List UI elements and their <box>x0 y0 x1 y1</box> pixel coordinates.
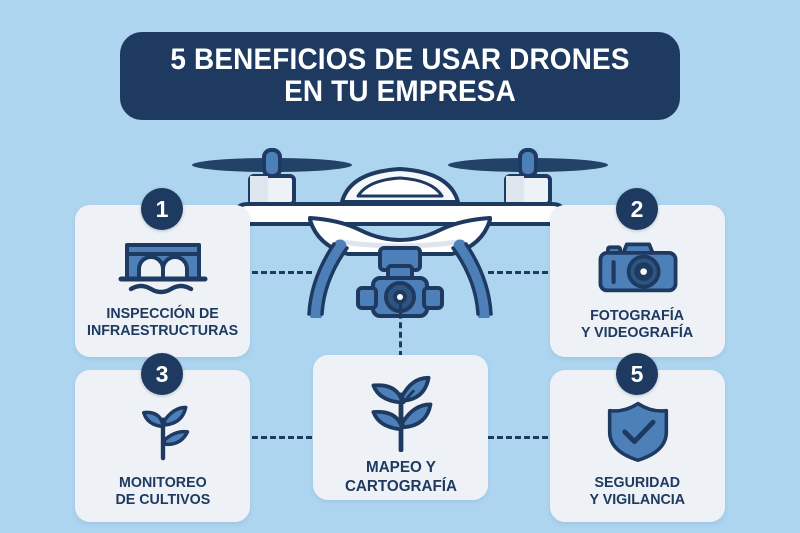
connector-drone-card4 <box>399 303 402 357</box>
drone-arms <box>234 202 566 226</box>
connector-card1-drone <box>252 271 312 274</box>
landing-leg-left <box>309 239 347 321</box>
page-title: 5 BENEFICIOS DE USAR DRONES EN TU EMPRES… <box>170 42 630 108</box>
benefit-card-fotografia[interactable]: FOTOGRAFÍA Y VIDEOGRAFÍA <box>550 205 725 357</box>
benefit-label: INSPECCIÓN DE INFRAESTRUCTURAS <box>86 305 239 340</box>
benefit-number-badge-3: 3 <box>141 353 183 395</box>
benefit-card-monitoreo[interactable]: MONITOREO DE CULTIVOS <box>75 370 250 522</box>
benefit-label: MAPEO Y CARTOGRAFÍA <box>344 459 457 495</box>
connector-card4-card5 <box>488 436 548 439</box>
connector-drone-card2 <box>488 271 548 274</box>
leaf-branch-icon <box>358 373 444 453</box>
connector-card3-card4 <box>252 436 312 439</box>
camera-icon <box>591 233 685 299</box>
benefit-card-mapeo[interactable]: MAPEO Y CARTOGRAFÍA <box>313 355 488 500</box>
benefit-number-badge-1: 1 <box>141 188 183 230</box>
benefit-label: FOTOGRAFÍA Y VIDEOGRAFÍA <box>581 307 694 342</box>
benefit-number-badge-5: 5 <box>616 353 658 395</box>
title-banner: 5 BENEFICIOS DE USAR DRONES EN TU EMPRES… <box>120 32 680 120</box>
benefit-card-inspeccion[interactable]: INSPECCIÓN DE INFRAESTRUCTURAS <box>75 205 250 357</box>
benefit-card-seguridad[interactable]: SEGURIDAD Y VIGILANCIA <box>550 370 725 522</box>
landing-leg-right <box>453 239 491 321</box>
sprout-icon <box>128 398 198 464</box>
benefit-label: SEGURIDAD Y VIGILANCIA <box>589 474 686 509</box>
benefit-number-badge-2: 2 <box>616 188 658 230</box>
shield-check-icon <box>605 398 671 464</box>
benefit-label: MONITOREO DE CULTIVOS <box>115 474 210 509</box>
drone-illustration <box>190 138 610 321</box>
bridge-icon <box>113 233 213 299</box>
